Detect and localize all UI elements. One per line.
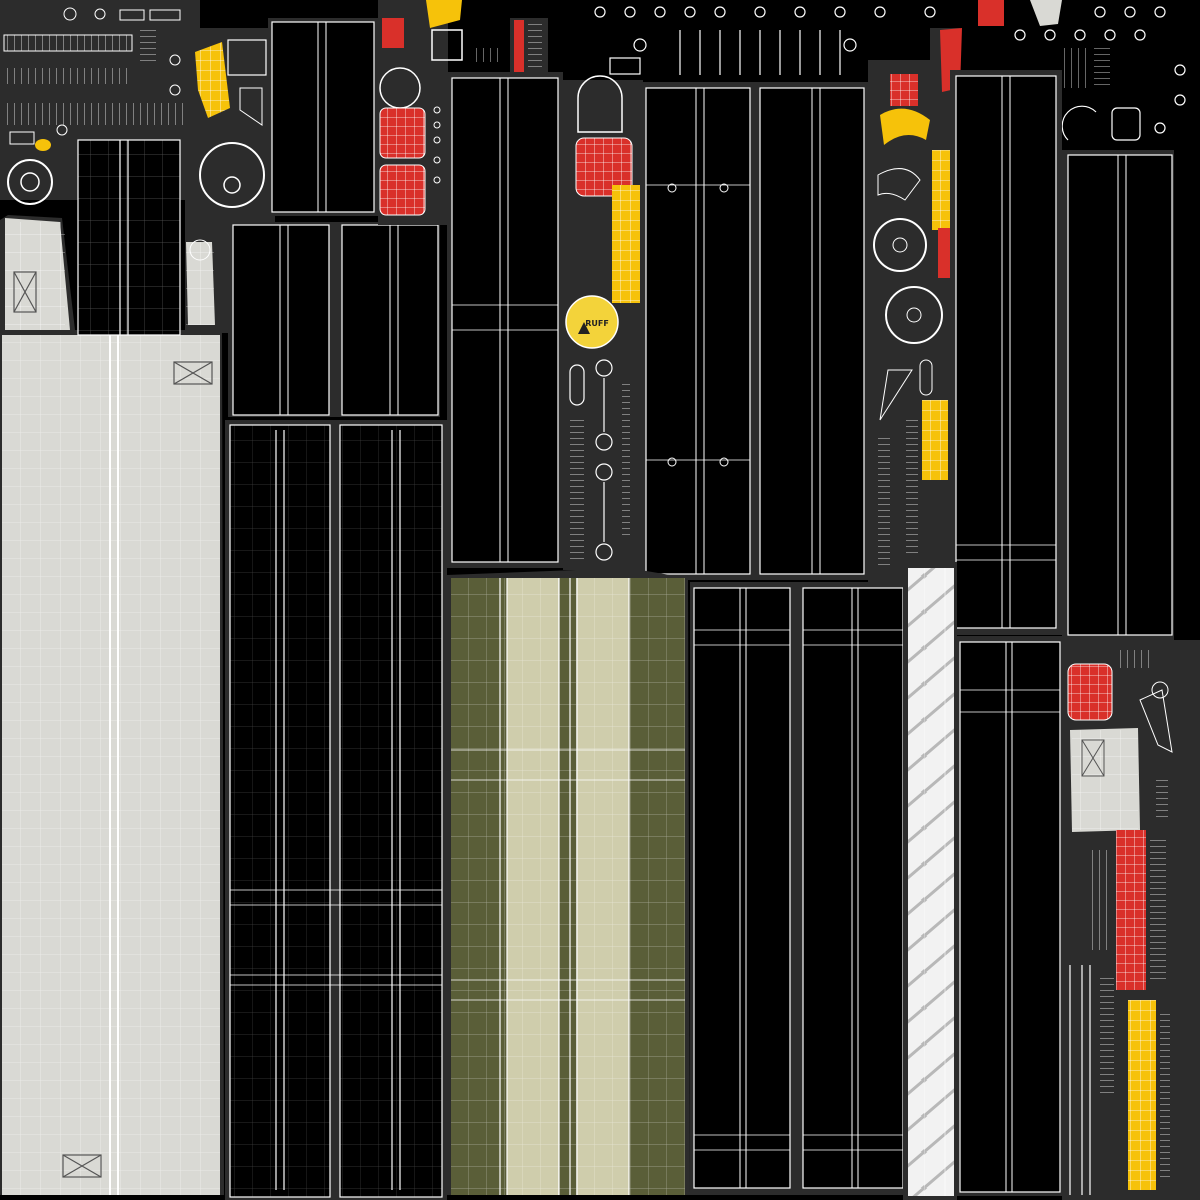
tube-panels-c	[640, 82, 870, 580]
hardware-cluster-right	[868, 60, 958, 635]
tube-panels-b	[447, 72, 563, 568]
olive-cloth-panel	[447, 568, 690, 1195]
tall-panels-left	[225, 420, 447, 1200]
top-right-parts	[924, 0, 1186, 141]
cross-marker-icon	[62, 1154, 102, 1178]
hardware-cluster-mid	[378, 0, 548, 225]
decal-column: RUFF	[563, 75, 643, 570]
light-cloth-panel	[0, 215, 224, 1195]
tall-panels-right	[690, 582, 908, 1195]
cross-marker-icon	[173, 361, 213, 385]
rope-strip	[903, 562, 957, 1200]
cross-marker-icon	[13, 271, 37, 313]
yellow-decal-badge: RUFF	[565, 295, 619, 349]
svg-text:RUFF: RUFF	[585, 319, 609, 328]
tube-panels-a	[228, 18, 440, 417]
bolt-strip-top	[594, 6, 886, 75]
tube-panels-d	[950, 70, 1174, 640]
bottom-right-parts	[1062, 640, 1200, 1200]
tube-panels-e	[956, 636, 1066, 1196]
warning-triangle-icon	[578, 322, 590, 334]
top-left-parts	[0, 0, 200, 336]
